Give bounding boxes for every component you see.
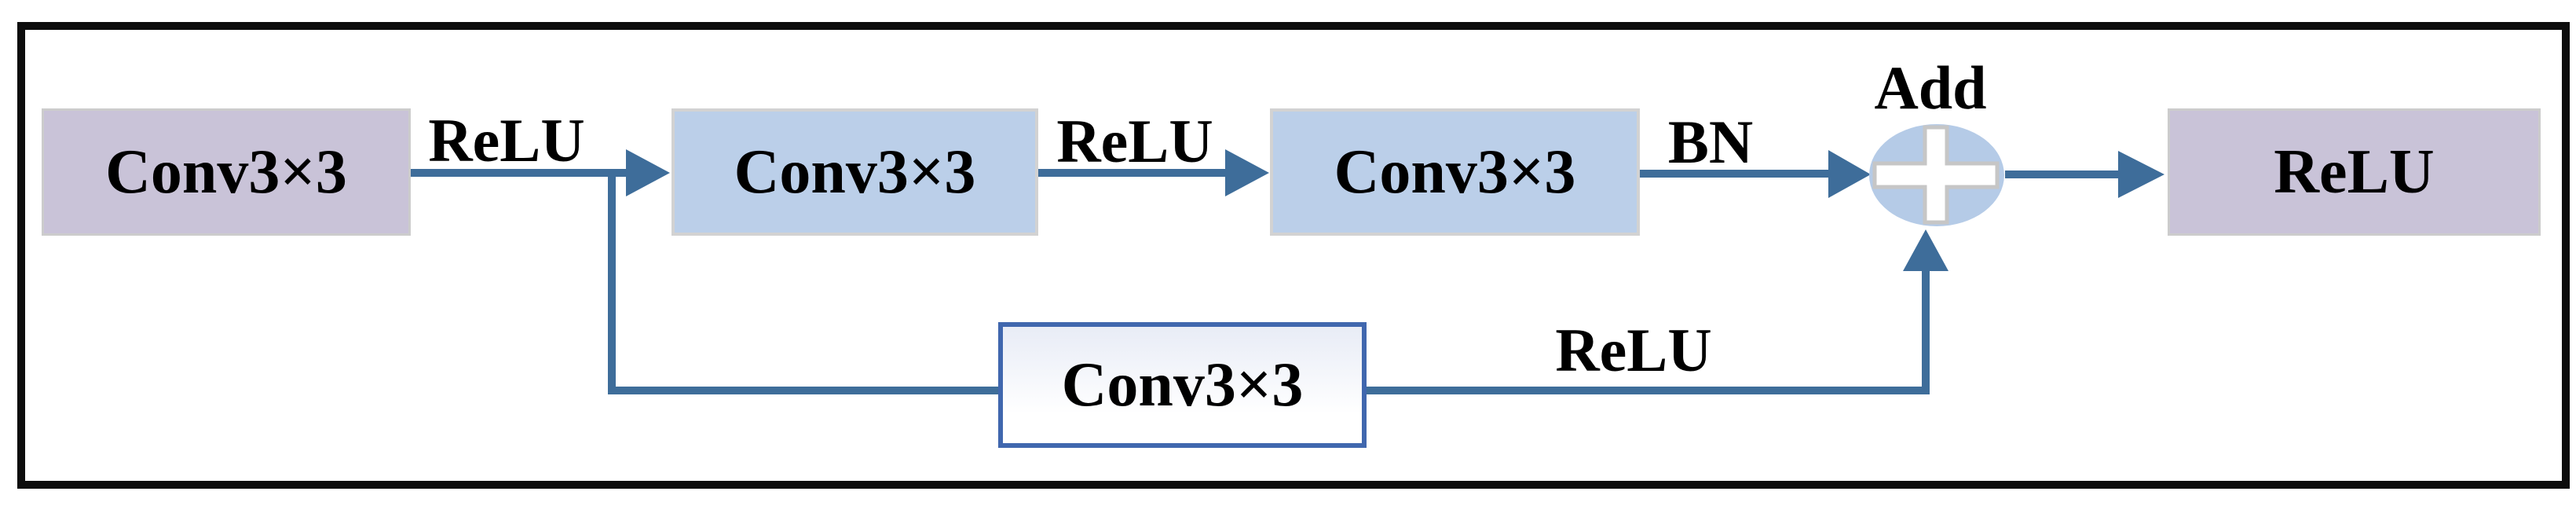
edge-label-relu-skip: ReLU <box>1555 316 1712 384</box>
diagram-outer-frame <box>17 22 2570 489</box>
arrowhead-bn <box>1828 150 1871 198</box>
conv-mid1-block: Conv3×3 <box>671 108 1038 236</box>
skip-branch-line <box>608 173 998 394</box>
relu-output-block: ReLU <box>2168 108 2541 236</box>
arrowhead-relu1 <box>626 149 670 196</box>
conv-input-block: Conv3×3 <box>42 108 411 236</box>
conv-skip-block: Conv3×3 <box>998 322 1367 448</box>
arrowhead-out <box>2118 151 2164 198</box>
edge-label-add: Add <box>1874 53 1987 122</box>
conv-mid2-block: Conv3×3 <box>1270 108 1640 236</box>
plus-icon <box>1872 125 2000 225</box>
arrowhead-skip-up <box>1903 229 1948 271</box>
edge-label-relu2: ReLU <box>1056 107 1213 175</box>
skip-return-line <box>1367 271 1930 394</box>
edge-label-relu1: ReLU <box>428 106 585 174</box>
arrowhead-relu2 <box>1225 149 1269 196</box>
edge-label-bn: BN <box>1667 108 1754 176</box>
